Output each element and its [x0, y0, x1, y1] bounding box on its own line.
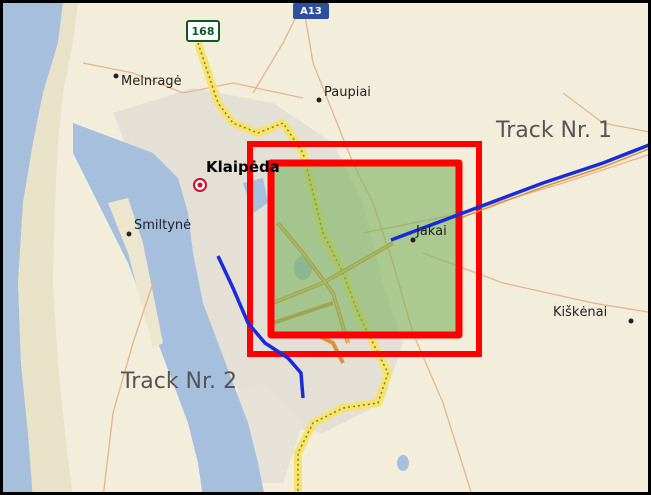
highway-shield: A13: [293, 3, 329, 19]
label-track-1: Track Nr. 1: [495, 118, 612, 143]
selection-outer-rect[interactable]: [247, 141, 482, 357]
kiskenai-marker: [628, 318, 634, 324]
track-2-line[interactable]: [216, 255, 305, 399]
label-paupiai: Paupiai: [324, 85, 371, 100]
track-1-line[interactable]: [390, 143, 651, 242]
sea-water: [3, 3, 63, 492]
melnrage-marker: [113, 73, 119, 79]
track-1-road: [462, 148, 648, 218]
city-marker-dot: [197, 182, 203, 188]
selection-inner-rect[interactable]: [267, 159, 463, 339]
label-klaipeda: Klaipėda: [206, 158, 280, 176]
road-shield-168: 168: [186, 20, 220, 42]
label-track-2: Track Nr. 2: [120, 369, 237, 394]
jakai-marker: [410, 237, 416, 243]
selection-fill: [271, 163, 459, 335]
label-melnrage: Melnragė: [121, 74, 182, 89]
label-kiskenai: Kiškėnai: [553, 305, 607, 320]
road-shield-168-text: 168: [192, 25, 215, 38]
highway-shield-text: A13: [300, 6, 322, 17]
smiltyne-marker: [126, 231, 132, 237]
spit-land: [108, 198, 163, 348]
coast-strip: [18, 3, 78, 492]
map-canvas[interactable]: Melnragė Paupiai Klaipėda Smiltynė Jakai…: [3, 3, 651, 495]
pond-south: [397, 455, 409, 471]
label-smiltyne: Smiltynė: [134, 218, 191, 233]
paupiai-marker: [316, 97, 322, 103]
label-jakai: Jakai: [415, 224, 447, 239]
